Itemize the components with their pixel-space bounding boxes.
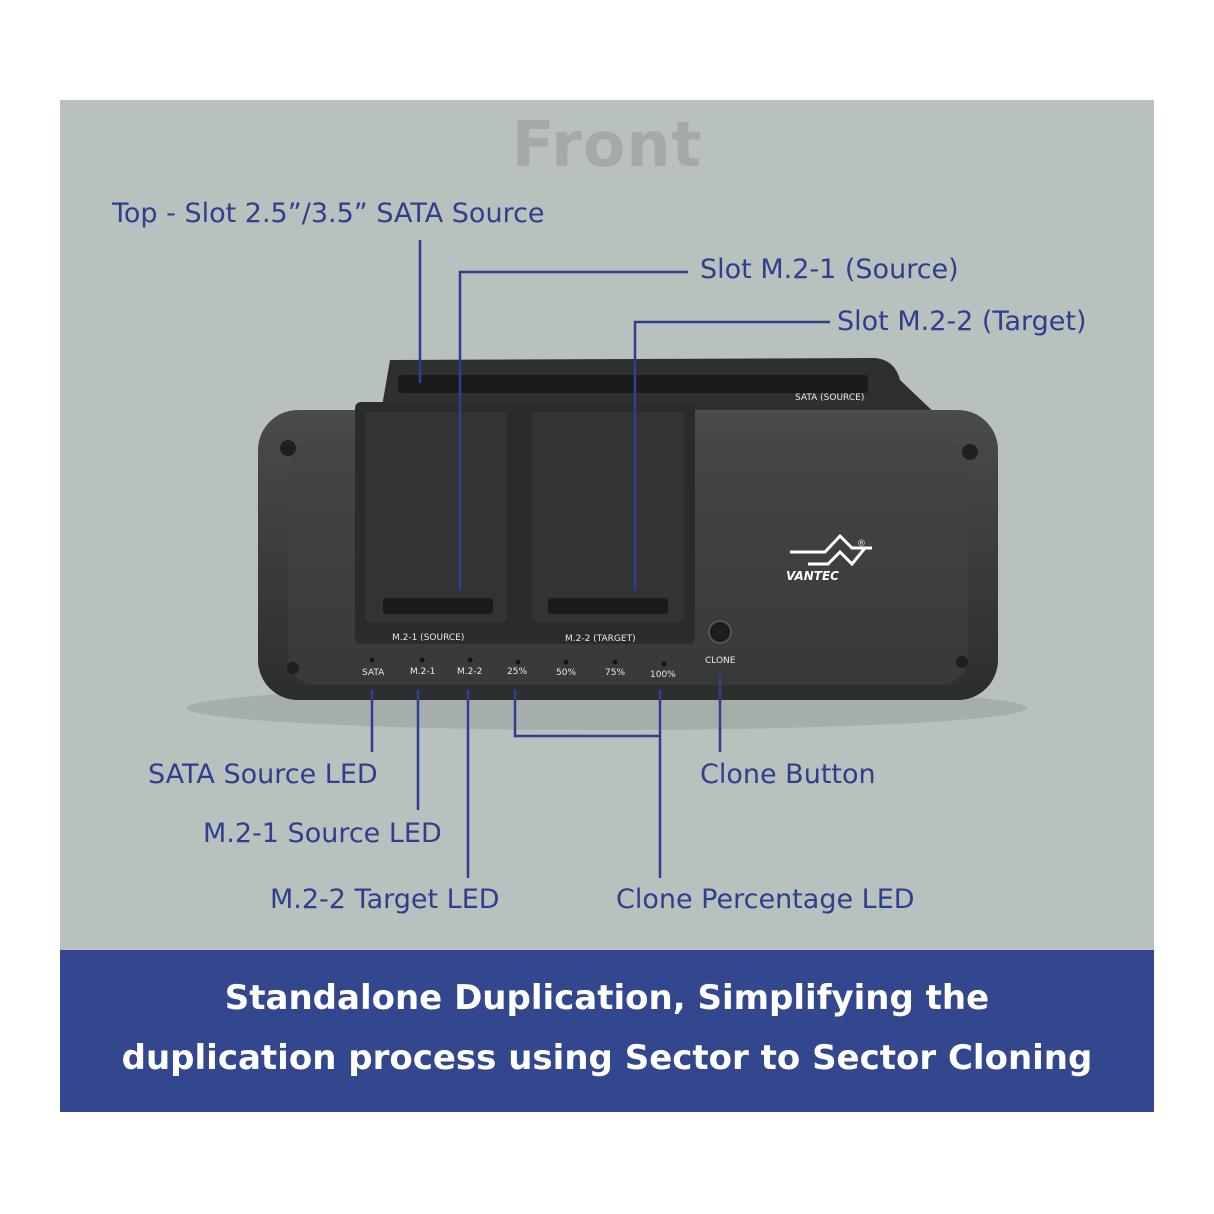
m2-slot-2-bay <box>532 412 684 622</box>
leader-slot-m2-2 <box>633 320 830 590</box>
clone-button[interactable] <box>708 620 732 644</box>
top-slot-label: SATA (SOURCE) <box>795 393 864 403</box>
slot-2-label: M.2-2 (TARGET) <box>565 634 636 644</box>
led-label-m2-2: M.2-2 <box>457 667 482 677</box>
led-label-100: 100% <box>650 670 676 680</box>
callout-slot-m2-2: Slot M.2-2 (Target) <box>837 306 1087 337</box>
leader-lines <box>370 240 830 878</box>
view-heading: Front <box>511 108 703 181</box>
leader-clone-pct <box>513 690 662 878</box>
led-sata <box>369 657 375 663</box>
led-75 <box>612 659 618 665</box>
m2-slot-1-opening <box>383 598 493 614</box>
callout-clone-pct-led: Clone Percentage LED <box>616 884 915 915</box>
slot-1-label: M.2-1 (SOURCE) <box>392 633 464 643</box>
led-m2-1 <box>419 657 425 663</box>
led-50 <box>563 659 569 665</box>
led-row: SATA M.2-1 M.2-2 25% 50% 75% 100% <box>362 657 676 680</box>
callout-m2-1-led: M.2-1 Source LED <box>203 818 442 849</box>
callout-m2-2-led: M.2-2 Target LED <box>270 884 500 915</box>
tagline-banner: Standalone Duplication, Simplifying the … <box>60 950 1154 1112</box>
led-label-50: 50% <box>556 668 576 678</box>
device-diagram: SATA (SOURCE) M.2-1 (SOURCE) M.2-2 (TARG… <box>187 240 1027 878</box>
clone-label: CLONE <box>705 656 736 666</box>
registered-mark: ® <box>857 539 866 549</box>
led-label-25: 25% <box>507 667 527 677</box>
callout-clone-button: Clone Button <box>700 759 876 790</box>
led-m2-2 <box>467 657 473 663</box>
m2-slot-2-opening <box>548 598 668 614</box>
top-sata-slot <box>398 375 868 393</box>
callout-slot-m2-1: Slot M.2-1 (Source) <box>700 254 959 285</box>
tagline-line-2: duplication process using Sector to Sect… <box>121 1038 1093 1078</box>
led-100 <box>661 661 667 667</box>
tagline-line-1: Standalone Duplication, Simplifying the <box>224 978 990 1018</box>
brand-text: VANTEC <box>786 569 839 583</box>
vantec-logo: VANTEC ® <box>786 533 872 583</box>
led-label-m2-1: M.2-1 <box>410 667 435 677</box>
callout-top-slot: Top - Slot 2.5”/3.5” SATA Source <box>112 198 545 229</box>
screw-bottom-left <box>287 662 299 674</box>
screw-top-left <box>280 440 296 456</box>
led-label-75: 75% <box>605 668 625 678</box>
screw-top-right <box>962 444 978 460</box>
led-label-sata: SATA <box>362 668 385 678</box>
screw-bottom-right <box>956 656 968 668</box>
m2-slot-1-bay <box>365 412 507 622</box>
leader-slot-m2-1 <box>458 270 688 590</box>
product-panel: Front SATA (SOURCE) <box>60 100 1154 1112</box>
led-25 <box>515 659 521 665</box>
callout-sata-led: SATA Source LED <box>148 759 378 790</box>
